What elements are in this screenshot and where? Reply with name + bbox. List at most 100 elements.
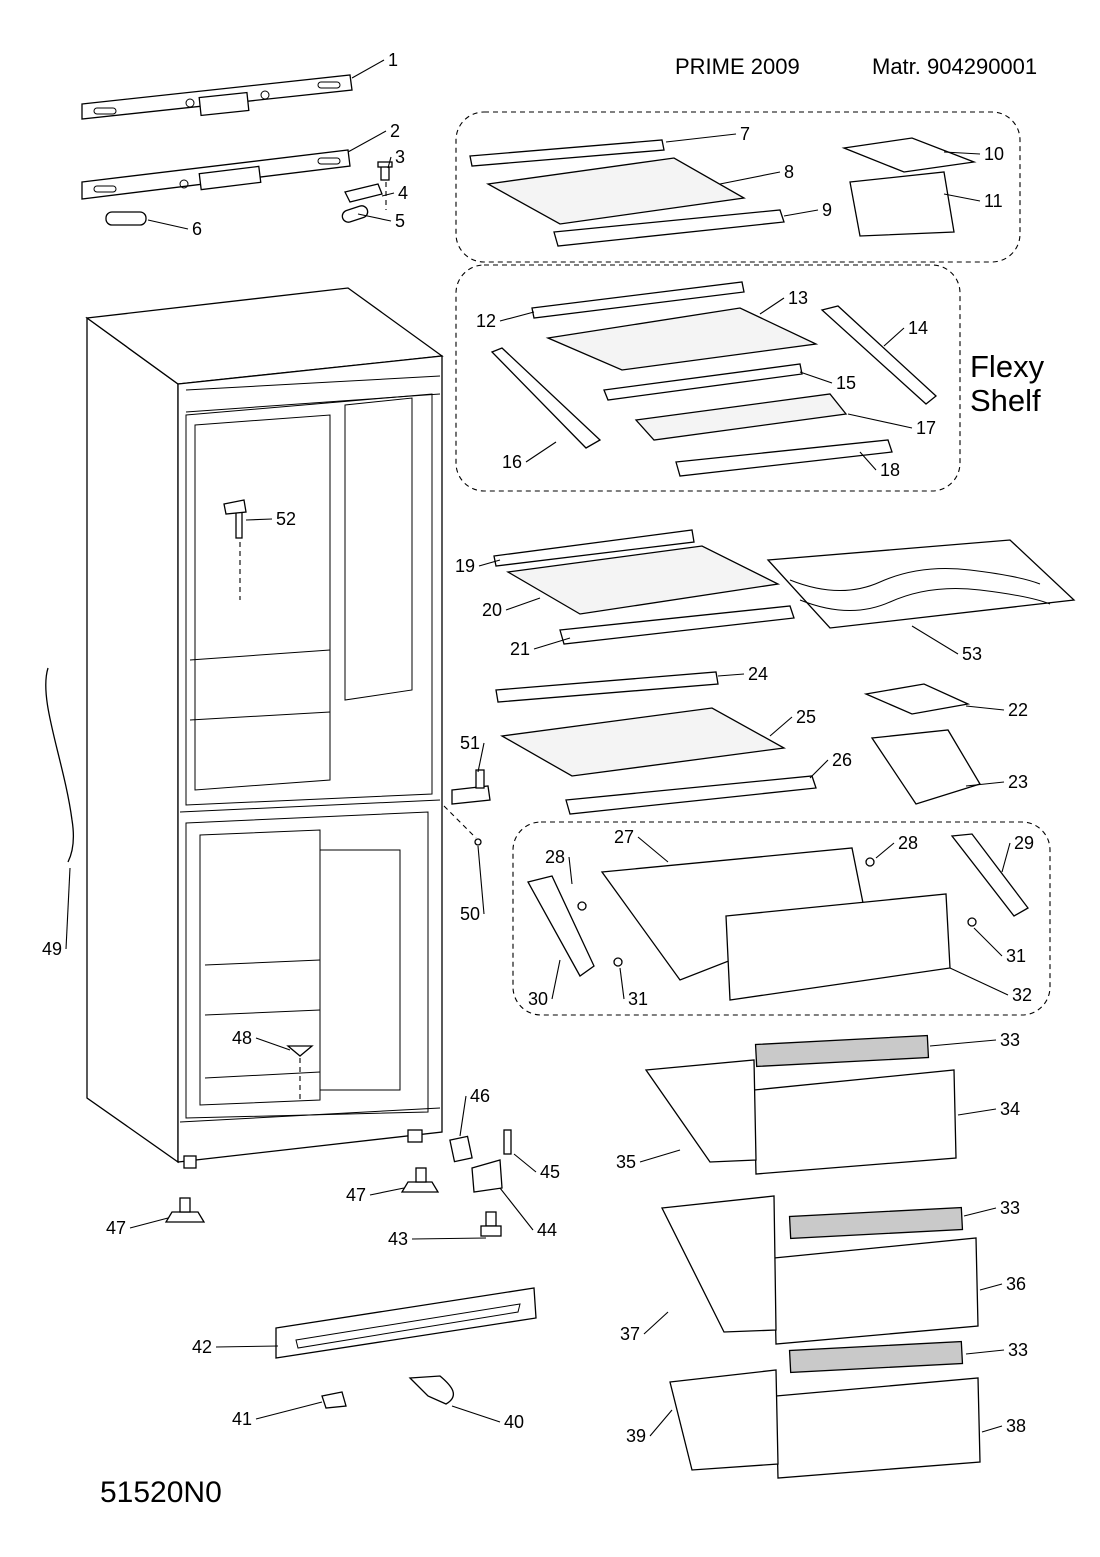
callout-number: 41 [232,1409,252,1429]
callout-number: 35 [616,1152,636,1172]
callout-number: 13 [788,288,808,308]
adjustable-foot-right [400,1167,440,1193]
callout-number: 24 [748,664,768,684]
flexy-glass-upper [545,307,819,371]
leader-line [643,1311,669,1335]
top-hinge-cover [81,74,353,120]
drawer-slide-right [950,833,1029,917]
box-cover [863,683,971,715]
callout-number: 1 [388,50,398,70]
callout-number: 10 [984,144,1004,164]
leader-line [965,705,1005,711]
callout-number: 33 [1000,1198,1020,1218]
leader-line [639,1149,681,1163]
leader-line [619,967,625,1000]
kick-plate [275,1287,537,1359]
glass-shelf-middle [506,545,781,615]
callout-number: 8 [784,162,794,182]
callout-number: 20 [482,600,502,620]
leader-line [783,209,819,217]
callout-number: 30 [528,989,548,1009]
shelf-front-trim-lower [565,775,817,815]
callout-number: 40 [504,1412,524,1432]
leader-line [459,1095,467,1137]
kick-plate-cover [408,1375,455,1405]
callout-number: 29 [1014,833,1034,853]
leader-line [255,1037,291,1051]
callout-number: 52 [276,509,296,529]
shelf-rear-trim-top [469,139,665,167]
drawer-slide-left [527,875,595,977]
callout-number: 3 [395,147,405,167]
drawer-body-bottom [669,1369,779,1471]
callout-number: 2 [390,121,400,141]
small-box-lid [841,137,977,173]
adjustable-foot-left [164,1197,206,1223]
callout-number: 46 [470,1086,490,1106]
callout-number: 18 [880,460,900,480]
flexy-rear-trim [531,281,745,319]
top-shelf-front-trim [553,209,785,247]
leader-line [568,856,573,885]
leader-line [533,637,571,650]
hinge-washer [341,205,369,223]
flexy-slide-rail [603,363,803,401]
callout-number: 50 [460,904,480,924]
leader-line [929,1039,997,1047]
leader-line [965,781,1005,787]
flexy-rail-right [820,305,937,405]
leader-line [943,151,981,155]
leader-line [911,625,959,655]
shelf-rear-trim-middle [493,529,695,567]
callout-number: 36 [1006,1274,1026,1294]
leader-line [665,133,737,143]
leader-line [957,1108,997,1116]
callout-number: 53 [962,644,982,664]
leader-line [719,171,781,185]
slide-screw-right [967,917,977,927]
drawer-front-middle [773,1237,979,1345]
hinge-bolt [503,1129,512,1155]
callout-number: 28 [898,833,918,853]
leader-line [769,716,793,737]
leader-line [129,1217,169,1229]
leader-line [979,1283,1003,1291]
leader-line [949,967,1009,996]
callout-number: 49 [42,939,62,959]
callout-number: 17 [916,418,936,438]
callout-number: 11 [984,191,1003,211]
slide-bush-left [577,901,587,911]
drawer-body-middle [660,1195,777,1333]
leader-line [637,836,669,863]
leader-line [649,1409,673,1437]
upper-hinge-bracket [81,149,351,200]
leader-line [477,845,485,915]
leader-line [973,927,1003,957]
storage-box [870,729,981,805]
callout-number: 51 [460,733,480,753]
callout-number: 33 [1008,1340,1028,1360]
leader-line [411,1237,487,1240]
callout-number: 42 [192,1337,212,1357]
freezer-drawer-group-outline [512,821,1051,1016]
leader-line [215,1345,279,1348]
callout-number: 33 [1000,1030,1020,1050]
leader-line [1001,842,1011,873]
refrigerator-cabinet [85,287,444,1169]
callout-number: 5 [395,211,405,231]
callout-number: 14 [908,318,928,338]
model-name: PRIME 2009 [675,54,800,79]
slide-bush-right [865,857,875,867]
flexy-rail-left [490,347,602,449]
callout-number: 48 [232,1028,252,1048]
bottle-rack [766,539,1076,629]
callout-number: 34 [1000,1099,1020,1119]
flexy-label-line1: Flexy [970,349,1045,384]
hinge-pin-plate [344,182,387,210]
callout-number: 47 [106,1218,126,1238]
callout-number: 21 [510,639,530,659]
door-seal-gasket [45,667,74,863]
leader-line [357,213,392,222]
glass-shelf-lower [500,707,787,777]
